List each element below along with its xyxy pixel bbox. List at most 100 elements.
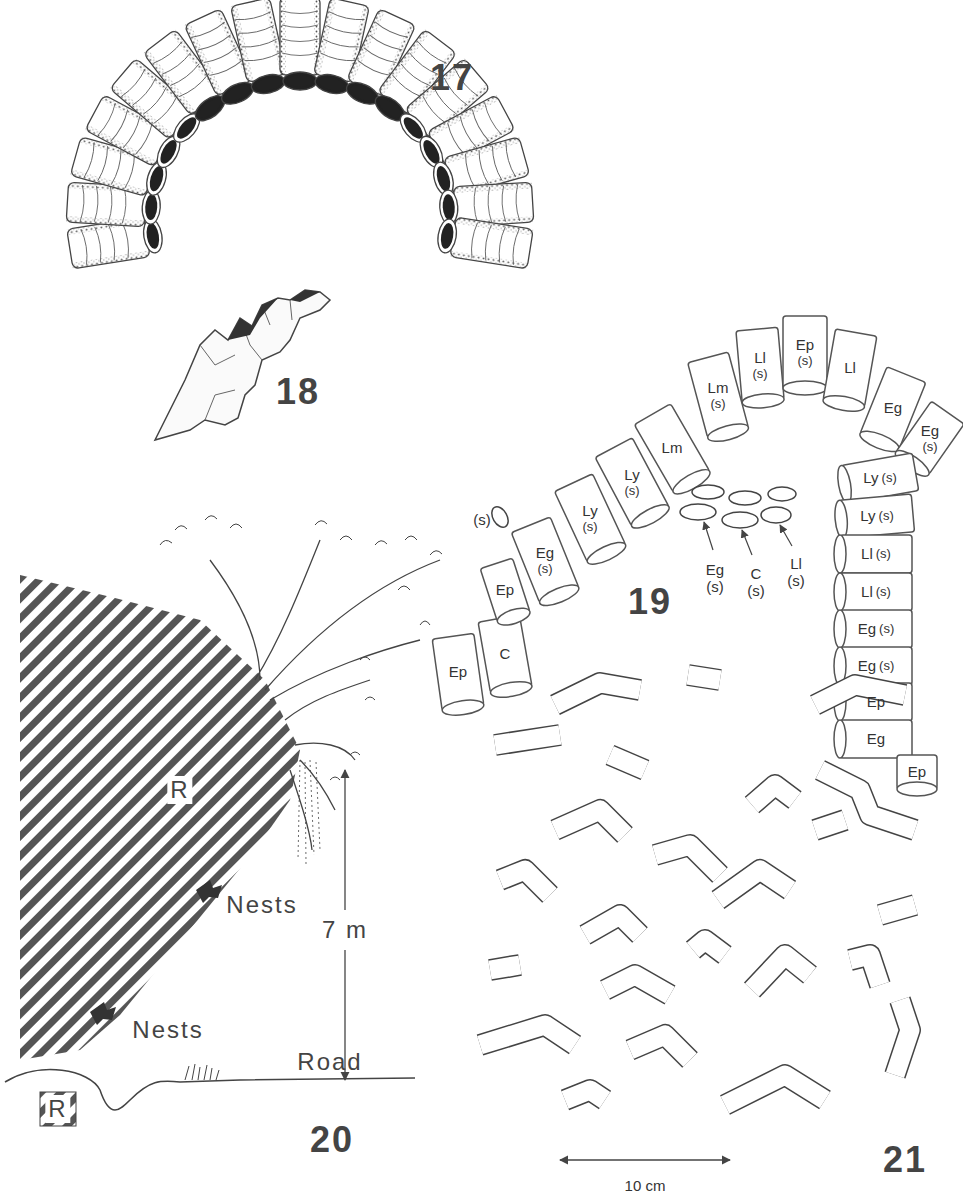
nests-label: Nests <box>132 1016 203 1044</box>
cell-code: Eg <box>858 621 876 638</box>
cell-outline <box>478 615 533 700</box>
cell-outline <box>897 755 937 796</box>
nest-cell-label: Ep <box>867 694 885 711</box>
nest-outline <box>850 955 880 985</box>
cell-code: Ly <box>582 503 597 520</box>
cell-code: C (s) <box>747 565 765 600</box>
nest-outline <box>555 810 625 835</box>
nest-outline <box>815 685 905 705</box>
cell-code: Ep <box>867 694 885 711</box>
cell-outline <box>834 573 912 611</box>
cell-outline <box>834 535 912 573</box>
figure-number: 20 <box>310 1119 354 1161</box>
cell-code: Ep <box>796 337 814 354</box>
figure-number: 17 <box>430 57 474 99</box>
nest-cell <box>280 0 320 90</box>
nest-cell-label: Ll <box>844 360 856 377</box>
nest-cell-label: Ly(s) <box>582 503 597 534</box>
scale-label: 10 cm <box>625 1177 666 1194</box>
nest-fragment <box>155 290 330 440</box>
tree <box>160 516 442 865</box>
cell-outline <box>432 633 485 717</box>
nest-cell-label: Ll(s) <box>752 350 767 381</box>
nest-cell-label: Ly(s) <box>624 467 639 498</box>
nest-outline <box>725 1075 825 1105</box>
nest-outline <box>895 1000 910 1075</box>
nest-outline <box>752 955 810 990</box>
nest-outline <box>495 735 560 745</box>
cell-code: Eg <box>858 658 876 675</box>
cell-code: (s) <box>624 483 639 497</box>
nest-cell <box>231 0 290 97</box>
cell-code: Eg (s) <box>706 561 724 596</box>
cell-code: (s) <box>752 366 767 380</box>
cell-code: (s) <box>879 509 894 523</box>
nest-cell-label: Eg <box>867 731 885 748</box>
cell-outline <box>736 327 785 409</box>
nest-outline <box>555 683 640 705</box>
cell-outline <box>480 558 532 628</box>
cell-code: Eg <box>921 423 939 440</box>
cell-code: Lm <box>708 380 729 397</box>
nest-cell-label: Ll(s) <box>861 584 891 601</box>
rock-mark: R <box>167 776 192 804</box>
cell-code: (s) <box>582 519 597 533</box>
inner-cells <box>488 485 796 530</box>
cell-code: Eg <box>536 545 554 562</box>
cell-code: Ll <box>844 360 856 377</box>
rock-mark: R <box>45 1095 70 1123</box>
cell-code: (s) <box>879 622 894 636</box>
cell-outline <box>634 404 713 499</box>
cell-code: Eg <box>867 731 885 748</box>
nest-cell-label: Ep <box>449 664 467 681</box>
nest-outline <box>500 870 550 895</box>
cell-code: Ep <box>496 582 514 599</box>
nest-cell-label: Eg(s) <box>858 658 895 675</box>
rock <box>20 575 300 1060</box>
nest-drawing <box>66 0 534 269</box>
cell-code: Ll <box>861 584 873 601</box>
nest-cell-label: Eg(s) <box>858 621 895 638</box>
nest-outline <box>718 870 790 900</box>
cell-code: (s) <box>537 561 552 575</box>
cell-outline <box>783 316 827 395</box>
nest-cell-label: Eg <box>884 400 902 417</box>
cell-code: Ll <box>754 350 766 367</box>
figure-number: 21 <box>883 1139 927 1181</box>
nest-cell-label: Ep <box>496 582 514 599</box>
cell-outline <box>834 610 912 648</box>
nest-outline <box>630 1035 690 1060</box>
nest-outline <box>693 940 725 955</box>
cell-code: (s) <box>882 471 897 485</box>
nest-outline <box>688 675 720 680</box>
rock-block <box>40 1092 76 1126</box>
cell-outline <box>834 494 915 539</box>
cell-code: (s) <box>797 353 812 367</box>
nest-cell-label: Ly (s) <box>863 470 896 487</box>
nest-outline <box>815 820 845 830</box>
road-label: Road <box>297 1048 362 1076</box>
cell-code: Ll <box>861 546 873 563</box>
cell-code: Ly <box>860 508 875 525</box>
nest-cell-label: Eg(s) <box>536 545 554 576</box>
nest-outline <box>752 785 795 805</box>
cell-code: Ly <box>863 470 878 487</box>
cell-outline <box>511 517 581 610</box>
nest-outline <box>480 1025 575 1045</box>
cell-code: (s) <box>876 585 891 599</box>
cell-code: (s) <box>710 396 725 410</box>
figure-number: 19 <box>628 581 672 623</box>
cell-outlines <box>432 316 963 796</box>
cell-code: Eg <box>884 400 902 417</box>
nests-label: Nests <box>226 891 297 919</box>
cell-outline <box>834 720 912 758</box>
cell-code: Ly <box>624 467 639 484</box>
nest-cell-label: Ep <box>908 764 926 781</box>
nest-shapes <box>480 675 915 1105</box>
cell-code: (s) <box>879 659 894 673</box>
figure-number: 18 <box>276 371 320 413</box>
nest-outline <box>585 915 640 935</box>
cell-code: (s) <box>473 511 491 528</box>
cell-outline <box>822 329 877 414</box>
